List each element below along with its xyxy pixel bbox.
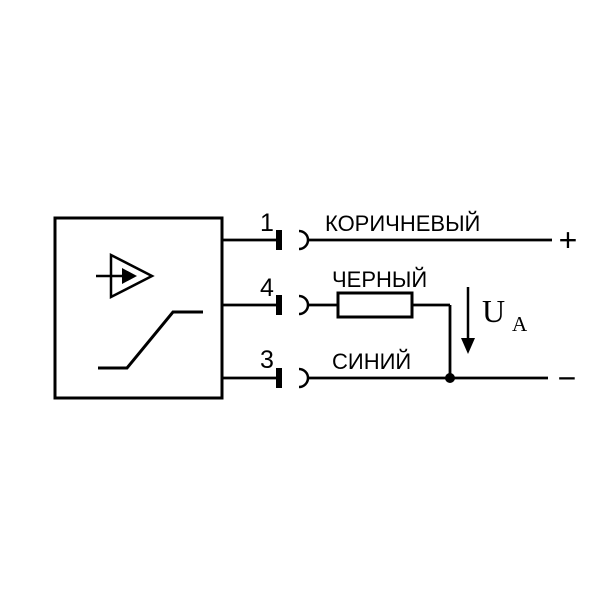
amplifier-icon: [96, 252, 155, 300]
minus-terminal-label: −: [558, 360, 577, 396]
pin-3-number: 3: [260, 346, 274, 374]
pin-3-connector-icon: [276, 367, 310, 389]
analog-ramp-icon: [98, 310, 203, 370]
pin-4-color-label: ЧЕРНЫЙ: [332, 267, 427, 292]
pin-1-color-label: КОРИЧНЕВЫЙ: [325, 211, 480, 236]
load-resistor-icon: [336, 291, 414, 319]
pin-1-wire: [222, 229, 552, 251]
pin-3-wire: [222, 367, 548, 389]
voltage-arrow-icon: [461, 287, 475, 354]
pin-4-number: 4: [260, 274, 274, 302]
pin-1-number: 1: [260, 209, 274, 237]
voltage-subscript: A: [512, 312, 528, 336]
pin-3-color-label: СИНИЙ: [332, 349, 411, 374]
plus-terminal-label: +: [559, 222, 578, 258]
voltage-symbol: U: [482, 293, 505, 329]
pin-4-connector-icon: [276, 294, 310, 316]
sensor-box: [53, 216, 224, 400]
pin-1-connector-icon: [276, 229, 310, 251]
